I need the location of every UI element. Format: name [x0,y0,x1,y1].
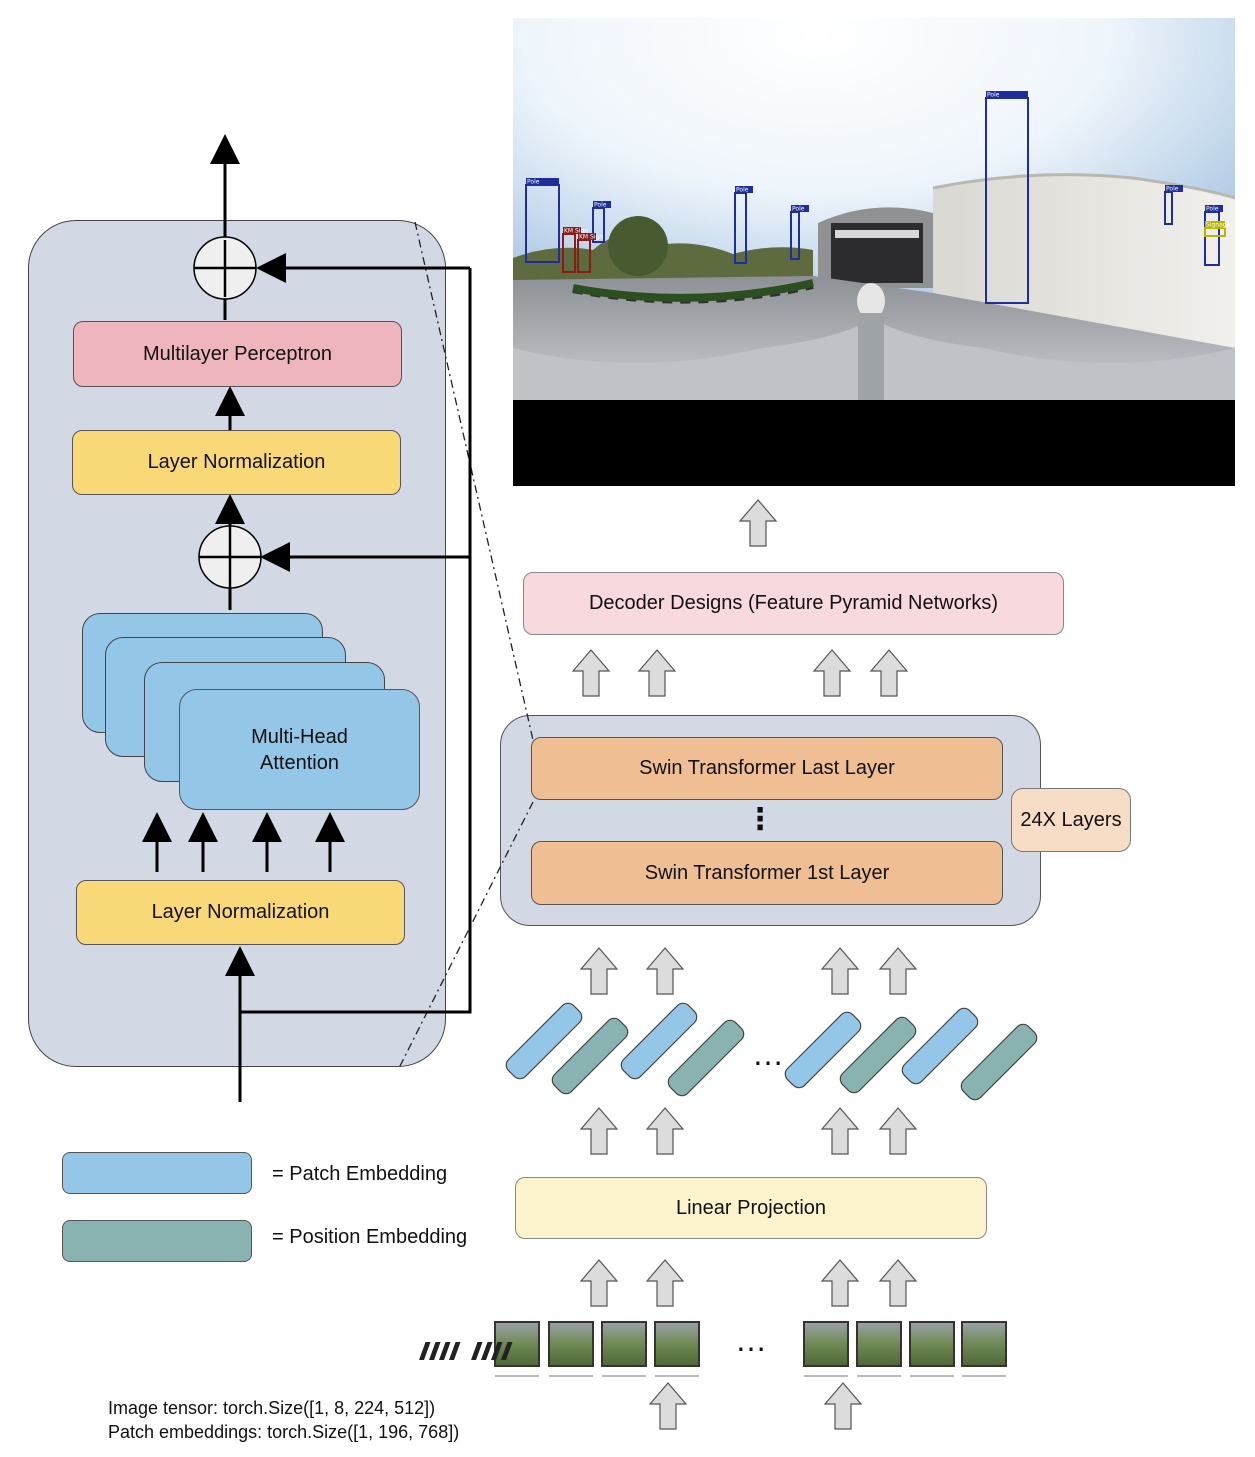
detection-label-2: Pole [594,202,607,209]
image-tensor-text: Image tensor: torch.Size([1, 8, 224, 512… [108,1398,436,1418]
detection-box-9: KM Sign [577,233,603,273]
up-arrow-11 [645,1107,685,1155]
position-embedding-token-6 [839,1016,917,1094]
projection-line-top [414,221,534,741]
mlp-box: Multilayer Perceptron [73,321,402,387]
patch-embedding-token-5 [784,1011,862,1089]
up-arrow-14 [579,1259,619,1307]
detection-label-4: Pole [792,206,805,213]
add-node-mid [198,525,262,589]
up-arrow-2 [571,649,611,697]
up-arrow-12 [820,1107,860,1155]
legend-patch-label: = Patch Embedding [272,1163,448,1185]
up-arrow-7 [645,947,685,995]
detection-box-2: Pole [592,201,611,243]
up-arrow-8 [820,947,860,995]
swin-layer-dots: ⋮ [745,803,775,836]
image-patch-1 [494,1321,540,1377]
swin-last-layer-box: Swin Transformer Last Layer [531,737,1003,800]
patch-embedding-token-7 [901,1007,979,1085]
patch-embedding-token-3 [620,1002,698,1080]
detection-box-4: Pole [790,205,809,260]
up-arrow-6 [579,947,619,995]
detection-label-6: Pole [1166,186,1179,193]
detection-box-3: Pole [734,186,753,264]
up-arrow-16 [820,1259,860,1307]
up-arrow-4 [812,649,852,697]
detection-box-5: Pole [985,91,1029,304]
detection-label-5: Pole [987,92,1000,99]
add-node-top [193,236,257,300]
layer-norm-bottom-box: Layer Normalization [76,880,405,945]
detection-box-6: Pole [1164,185,1183,225]
up-arrow-19 [823,1382,863,1430]
legend-patch-swatch [62,1152,252,1194]
image-patch-7 [419,1321,955,1377]
detection-box-1: Pole [525,178,560,263]
image-patch-2 [548,1321,594,1377]
legend-position-swatch [62,1220,252,1262]
position-embedding-token-4 [667,1019,745,1097]
detection-label-10: Signage [1206,222,1231,229]
image-patch-5 [803,1321,849,1377]
image-patch-4 [654,1321,700,1377]
linear-projection-box: Linear Projection [515,1177,987,1239]
detection-label-3: Pole [736,187,749,194]
detection-label-8: KM Sign [564,228,588,235]
up-arrow-9 [878,947,918,995]
detection-label-1: Pole [527,179,540,186]
detection-label-9: KM Sign [579,234,603,241]
detection-box-8: KM Sign [562,227,588,273]
up-arrow-13 [878,1107,918,1155]
patch-embedding-token-1 [505,1002,583,1080]
layers-count-badge: 24X Layers [1011,788,1131,852]
projection-line-bottom [397,801,534,1071]
image-patch-3 [601,1321,647,1377]
attention-label: Multi-Head Attention [251,725,348,774]
swin-first-layer-box: Swin Transformer 1st Layer [531,841,1003,905]
up-arrow-15 [645,1259,685,1307]
position-embedding-token-8 [960,1023,1038,1101]
residual-line [240,268,472,1014]
position-embedding-token-2 [551,1017,629,1095]
up-arrow-10 [579,1107,619,1155]
detection-label-7: Pole [1206,206,1219,213]
decoder-box: Decoder Designs (Feature Pyramid Network… [523,572,1064,635]
detection-box-7: Pole [1204,205,1223,266]
layer-norm-top-box: Layer Normalization [72,430,401,495]
detection-box-10: Signage [1204,221,1231,237]
patch-ellipsis: … [735,1322,767,1358]
legend-position-label: = Position Embedding [272,1226,468,1248]
up-arrow-18 [648,1382,688,1430]
up-arrow-17 [878,1259,918,1307]
up-arrow-3 [637,649,677,697]
up-arrow-5 [869,649,909,697]
embedding-ellipsis: … [752,1036,784,1072]
image-patch-8 [471,1321,1007,1377]
patch-embeddings-text: Patch embeddings: torch.Size([1, 196, 76… [108,1422,460,1442]
up-arrow-1 [738,499,778,547]
image-patch-6 [856,1321,902,1377]
multi-head-attention-box: Multi-Head Attention [179,689,420,810]
